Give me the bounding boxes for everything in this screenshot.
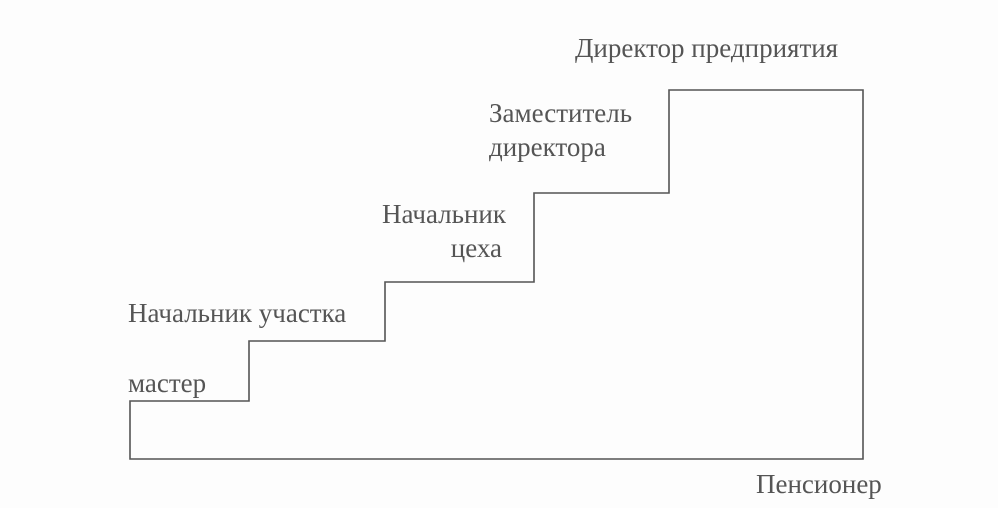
label-section-head: Начальник участка: [128, 298, 347, 328]
label-shop-head-line1: Начальник: [381, 199, 506, 229]
label-master: мастер: [128, 368, 207, 398]
label-deputy-line1: Заместитель: [489, 98, 633, 128]
label-director: Директор предприятия: [575, 33, 839, 63]
label-pensioner: Пенсионер: [756, 469, 882, 499]
label-deputy-line2: директора: [489, 132, 606, 162]
staircase-path: [129, 89, 864, 460]
label-shop-head-line2: цеха: [450, 233, 502, 263]
